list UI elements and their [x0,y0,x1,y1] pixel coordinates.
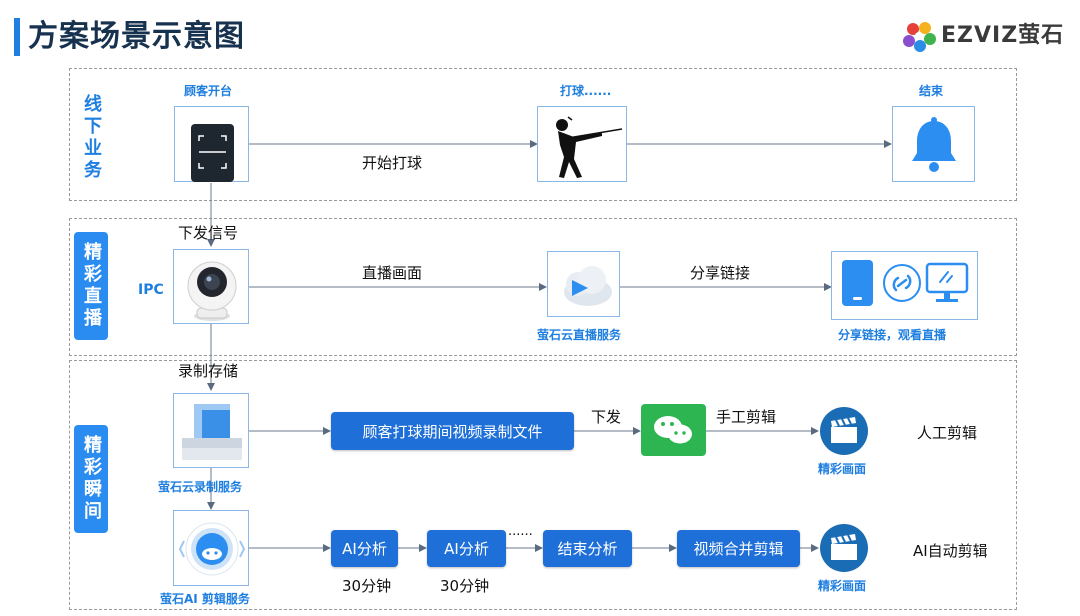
edge-label-share-link: 分享链接 [690,264,751,282]
node-playing [537,106,627,182]
node-label-end: 结束 [919,84,944,98]
edge-label-manual-edit: 手工剪辑 [716,408,777,426]
ai-service-label: 萤石AI 剪辑服务 [160,592,250,606]
edge-label-send-signal: 下发信号 [178,224,239,242]
edge-label-live-feed: 直播画面 [362,264,423,282]
edge-label-send: 下发 [591,408,622,426]
ezviz-logo: EZVIZ萤石 [903,20,1068,52]
highlight-video-node-2 [820,524,868,572]
section-live [69,218,1017,356]
section-label-highlight: 精彩瞬间 [74,425,108,533]
section-label-offline: 线下业务 [81,94,102,182]
ai-time-label-2: 30分钟 [440,577,490,595]
ezviz-flower-icon [903,22,936,52]
edge-label-record-storage: 录制存储 [178,362,239,380]
bell-icon [912,117,956,172]
cloud-record-label: 萤石云录制服务 [158,480,243,494]
highlight-video-label-2: 精彩画面 [818,579,867,593]
film-clapper-icon [831,534,857,560]
billiards-player-icon [556,116,623,178]
ai-analysis-button-1: AI分析 [331,530,398,567]
video-merge-button: 视频合并剪辑 [677,530,800,567]
ai-edit-result: AI自动剪辑 [913,542,988,560]
node-ipc-camera [173,249,249,324]
node-cloud-record [173,393,249,468]
manual-edit-result: 人工剪辑 [917,424,978,442]
ai-robot-icon [178,522,246,576]
highlight-video-node-1 [820,407,868,455]
title-accent-bar [14,18,20,56]
edge-label-start-play: 开始打球 [362,154,423,172]
film-clapper-icon [831,417,857,443]
ellipsis-label: ...... [508,524,533,539]
ai-time-label-1: 30分钟 [342,577,392,595]
tablet-scan-icon [191,124,234,182]
section-label-live: 精彩直播 [74,232,108,340]
end-analysis-button: 结束分析 [543,530,632,567]
node-label-playing: 打球...... [560,84,612,98]
ipc-label: IPC [138,282,164,298]
recording-file-button: 顾客打球期间视频录制文件 [331,412,574,450]
node-ai-service [173,510,249,586]
cloud-live-label: 萤石云直播服务 [537,328,622,342]
wechat-node [641,404,706,456]
cloud-play-icon [564,266,612,306]
logo-text: EZVIZ萤石 [941,23,1065,48]
section-offline [69,68,1017,201]
page-title: 方案场景示意图 [28,19,245,54]
node-open-table [174,106,249,182]
highlight-video-label-1: 精彩画面 [818,462,867,476]
node-cloud-live [547,251,620,317]
share-label: 分享链接，观看直播 [838,328,947,342]
node-label-open-table: 顾客开台 [184,84,233,98]
camera-icon [187,261,237,321]
share-devices-icon [842,260,969,306]
wechat-icon [654,416,692,444]
node-share-devices [831,251,978,320]
record-storage-icon [182,404,242,460]
node-end [892,106,975,182]
section-highlight [69,360,1017,610]
ai-analysis-button-2: AI分析 [427,530,506,567]
